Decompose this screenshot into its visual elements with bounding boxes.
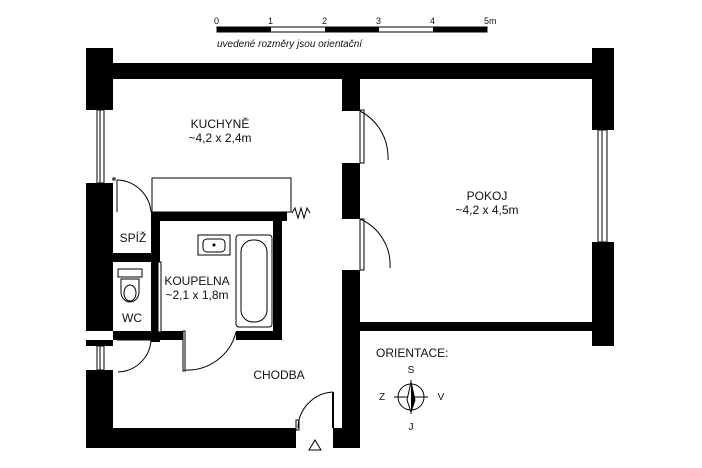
sink-icon	[197, 234, 231, 256]
scale-tick-4: 4	[430, 16, 435, 26]
compass-west: Z	[379, 392, 385, 403]
bathtub	[235, 234, 273, 328]
bathroom-name: KOUPELNA	[164, 274, 229, 288]
scale-tick-3: 3	[376, 16, 381, 26]
pantry-name: SPÍŽ	[120, 230, 147, 245]
hall-name: CHODBA	[253, 368, 304, 382]
scale-tick-1: 1	[268, 16, 273, 26]
wc-name: WC	[122, 311, 142, 325]
bathroom-size: ~2,1 x 1,8m	[165, 288, 228, 302]
doors	[112, 109, 391, 431]
compass-north: S	[408, 365, 415, 376]
room-name: POKOJ	[467, 189, 508, 203]
kitchen-size: ~4,2 x 2,4m	[188, 131, 251, 145]
compass-icon	[394, 380, 428, 414]
kitchen-counter	[151, 177, 292, 213]
scale-bar: 0 1 2 3 4 5m uvedené rozměry jsou orient…	[214, 16, 497, 50]
scale-tick-0: 0	[214, 16, 219, 26]
compass-south: J	[409, 422, 414, 433]
scale-note: uvedené rozměry jsou orientační	[217, 39, 363, 50]
entrance-arrow-icon	[308, 439, 322, 451]
orientation-title: ORIENTACE:	[376, 346, 448, 360]
scale-tick-2: 2	[322, 16, 327, 26]
windows	[96, 109, 608, 371]
bathroom-shelf	[157, 261, 162, 333]
walls	[86, 48, 614, 448]
toilet-icon	[117, 268, 143, 303]
kitchen-name: KUCHYNĚ	[191, 116, 250, 131]
radiator-icon	[291, 206, 311, 220]
room-size: ~4,2 x 4,5m	[455, 203, 518, 217]
scale-tick-5: 5m	[484, 16, 497, 26]
compass-east: V	[438, 392, 445, 403]
